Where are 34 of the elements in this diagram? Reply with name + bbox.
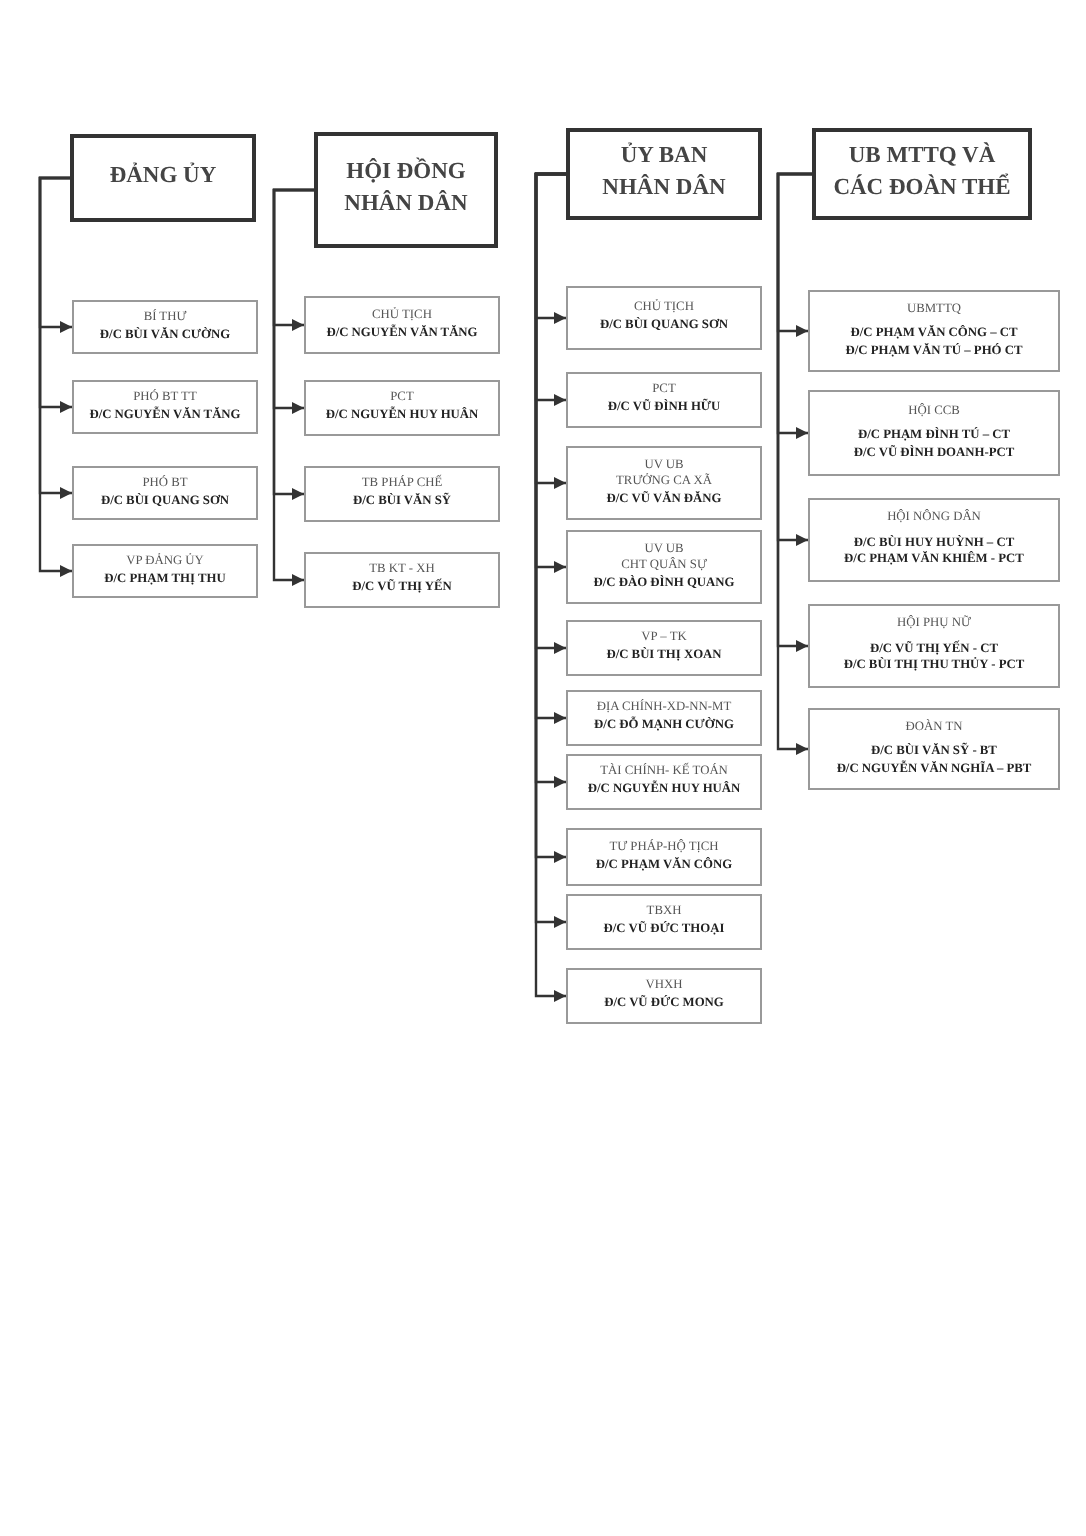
position-box xyxy=(808,390,1060,476)
department-title: HỘI ĐỒNG NHÂN DÂN xyxy=(342,158,470,220)
arrow xyxy=(272,188,314,586)
position-box xyxy=(566,530,762,604)
position-box xyxy=(808,604,1060,688)
position-box xyxy=(808,498,1060,582)
position-box xyxy=(566,828,762,886)
position-box xyxy=(72,380,258,434)
department-box xyxy=(314,132,498,248)
position-box xyxy=(566,690,762,746)
position-box xyxy=(304,552,500,608)
position-box xyxy=(566,620,762,676)
position-box xyxy=(304,296,500,354)
position-box xyxy=(72,544,258,598)
position-box xyxy=(566,446,762,520)
position-box xyxy=(72,466,258,520)
arrow xyxy=(776,172,812,755)
position-box xyxy=(566,754,762,810)
department-box xyxy=(566,128,762,220)
department-title: ỦY BAN NHÂN DÂN xyxy=(600,142,728,204)
position-box xyxy=(566,372,762,428)
position-box xyxy=(566,894,762,950)
department-title: UB MTTQ VÀ CÁC ĐOÀN THỂ xyxy=(832,142,1012,204)
position-box xyxy=(72,300,258,354)
position-box xyxy=(808,290,1060,372)
position-box xyxy=(808,708,1060,790)
department-box xyxy=(70,134,256,222)
position-box xyxy=(566,968,762,1024)
position-box xyxy=(304,466,500,522)
position-box xyxy=(304,380,500,436)
arrow xyxy=(38,176,72,577)
department-box xyxy=(812,128,1032,220)
department-title: ĐẢNG ỦY xyxy=(109,162,217,193)
position-box xyxy=(566,286,762,350)
